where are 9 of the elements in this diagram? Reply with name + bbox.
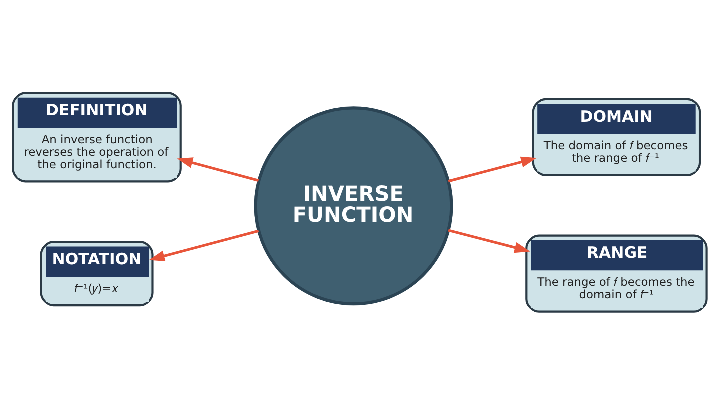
node-circle: INVERSE FUNCTION bbox=[254, 106, 454, 306]
arrow bbox=[448, 156, 537, 182]
node-box: RANGE The range of 𝑓 becomes the domain of 𝑓⁻¹ bbox=[526, 234, 708, 312]
arrow bbox=[149, 229, 260, 262]
node-box: DOMAIN The domain of 𝑓 becomes the range of 𝑓⁻¹ bbox=[532, 98, 702, 176]
arrow bbox=[177, 157, 260, 182]
arrow bbox=[448, 228, 530, 253]
node-box: NOTATION 𝑓⁻¹(𝑦)=𝑥 bbox=[40, 240, 154, 306]
node-box: DEFINITION An inverse function reverses the operation of the original function. bbox=[12, 92, 182, 182]
